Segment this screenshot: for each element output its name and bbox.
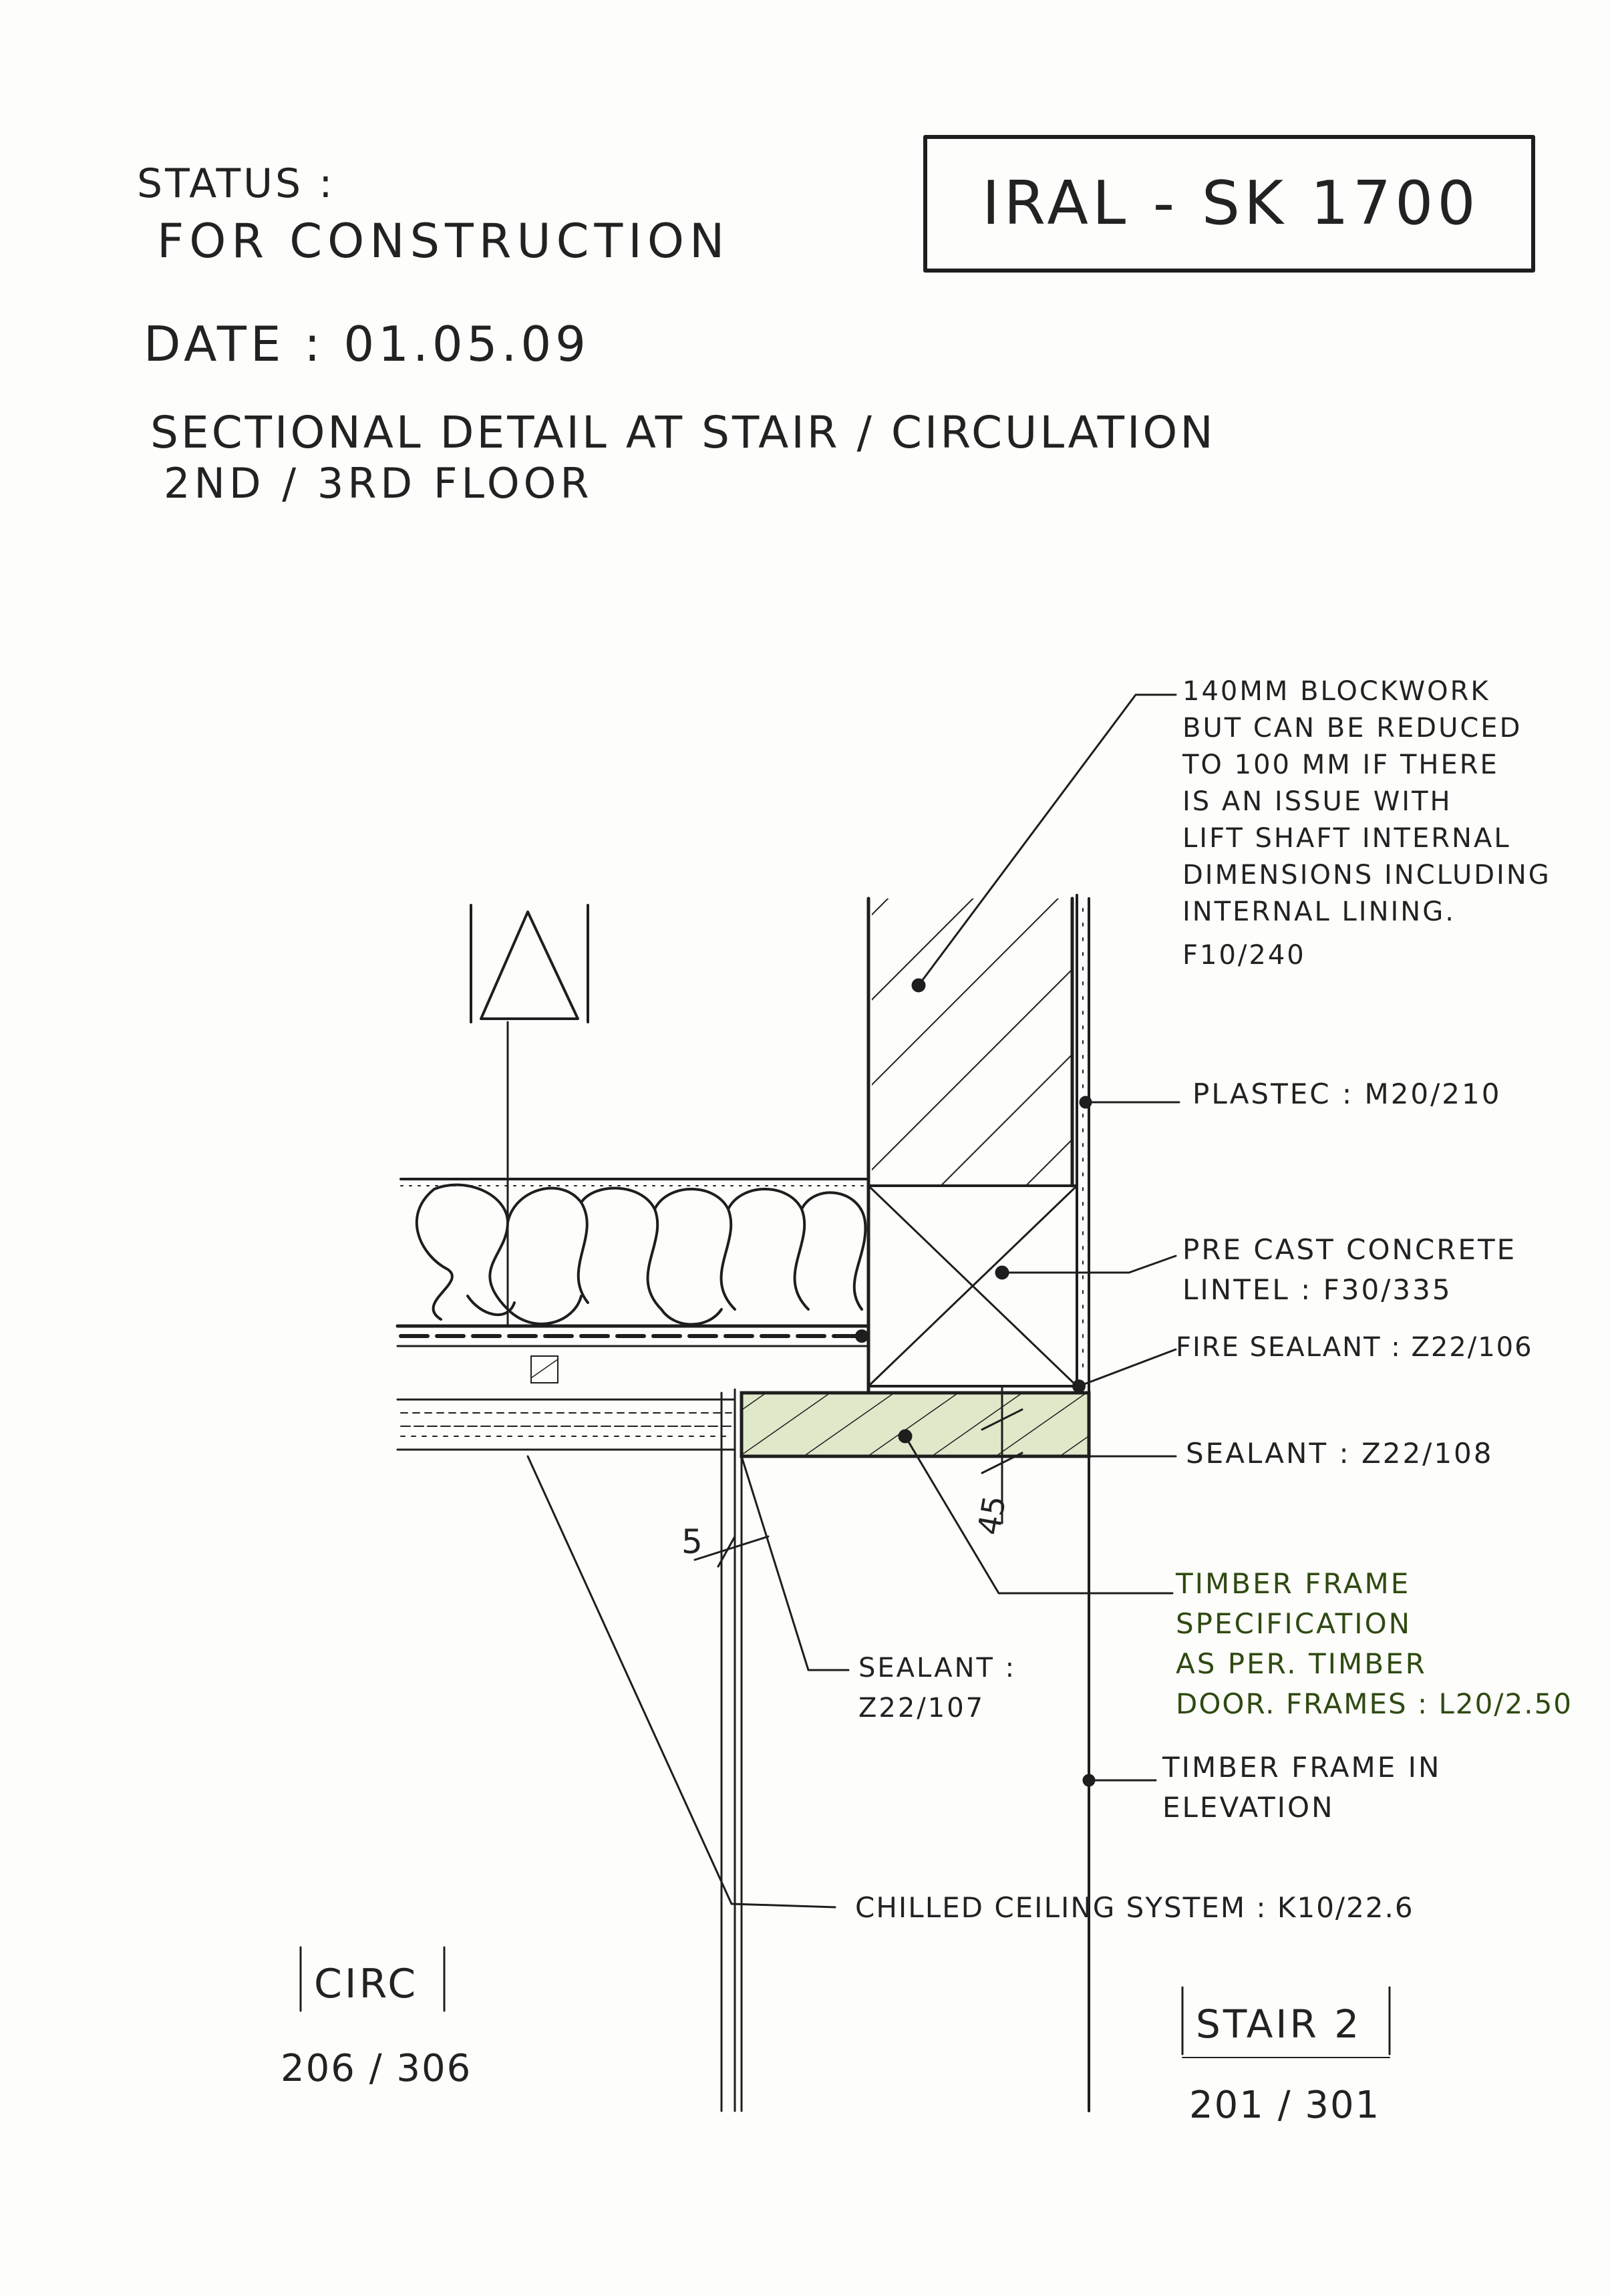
precast-lintel	[867, 1184, 1078, 1387]
dimension-gap: 5	[681, 1522, 703, 1561]
svg-text:ELEVATION: ELEVATION	[1162, 1791, 1335, 1824]
note-lintel: PRE CAST CONCRETE LINTEL : F30/335	[1182, 1233, 1516, 1306]
note-plastec: PLASTEC : M20/210	[1192, 1078, 1501, 1110]
svg-text:SEALANT :: SEALANT :	[858, 1653, 1016, 1683]
room-number-stair: 201 / 301	[1189, 2084, 1380, 2127]
svg-text:140MM BLOCKWORK: 140MM BLOCKWORK	[1182, 676, 1490, 707]
svg-text:LINTEL : F30/335: LINTEL : F30/335	[1182, 1273, 1452, 1306]
drawing-number-box	[923, 135, 1535, 273]
svg-text:SPECIFICATION: SPECIFICATION	[1176, 1607, 1412, 1640]
insulation-layer	[399, 1178, 870, 1326]
room-name-stair: STAIR 2	[1196, 2001, 1361, 2047]
dimension-marks	[693, 1385, 1023, 1568]
note-timber-spec: TIMBER FRAME SPECIFICATION AS PER. TIMBE…	[1175, 1567, 1573, 1720]
note-chilled-ceiling: CHILLED CEILING SYSTEM : K10/22.6	[855, 1891, 1414, 1924]
drawing-number: IRAL - SK 1700	[982, 168, 1480, 238]
svg-text:TIMBER FRAME: TIMBER FRAME	[1175, 1567, 1410, 1600]
room-name-circ: CIRC	[314, 1961, 418, 2007]
room-tag-stair: STAIR 2 201 / 301	[1181, 1986, 1391, 2127]
note-sealant-left: SEALANT : Z22/107	[858, 1653, 1016, 1724]
note-blockwork: 140MM BLOCKWORK BUT CAN BE REDUCED TO 10…	[1182, 676, 1551, 971]
light-fitting	[470, 904, 589, 1327]
svg-text:Z22/107: Z22/107	[858, 1693, 985, 1724]
note-sealant-right: SEALANT : Z22/108	[1186, 1437, 1493, 1470]
ceiling-layers	[395, 1324, 1086, 1451]
svg-text:BUT CAN BE REDUCED: BUT CAN BE REDUCED	[1182, 713, 1522, 744]
svg-text:PRE CAST CONCRETE: PRE CAST CONCRETE	[1182, 1233, 1516, 1266]
leader-lines	[526, 693, 1180, 1909]
drawing-title: SECTIONAL DETAIL AT STAIR / CIRCULATION	[150, 407, 1216, 458]
door-frame-lines	[720, 1388, 743, 2112]
svg-text:DOOR. FRAMES : L20/2.50: DOOR. FRAMES : L20/2.50	[1176, 1687, 1573, 1720]
svg-text:LIFT SHAFT INTERNAL: LIFT SHAFT INTERNAL	[1182, 823, 1511, 854]
svg-text:IS AN ISSUE WITH: IS AN ISSUE WITH	[1182, 786, 1452, 817]
status-label: STATUS :	[137, 160, 335, 207]
status-value: FOR CONSTRUCTION	[157, 214, 730, 269]
svg-text:F10/240: F10/240	[1182, 940, 1306, 971]
note-fire-sealant: FIRE SEALANT : Z22/106	[1176, 1332, 1533, 1363]
svg-text:INTERNAL LINING.: INTERNAL LINING.	[1182, 896, 1456, 927]
dimension-lintel-depth: 45	[971, 1493, 1013, 1538]
timber-frame-section	[740, 1391, 1091, 1458]
svg-text:DIMENSIONS INCLUDING: DIMENSIONS INCLUDING	[1182, 860, 1551, 890]
drawing-date: DATE : 01.05.09	[144, 316, 590, 372]
room-tag-circ: CIRC 206 / 306	[281, 1946, 472, 2090]
blockwork-wall	[866, 896, 1074, 1395]
room-number-circ: 206 / 306	[281, 2047, 472, 2090]
note-timber-elevation: TIMBER FRAME IN ELEVATION	[1162, 1751, 1441, 1824]
svg-text:TO 100 MM IF THERE: TO 100 MM IF THERE	[1182, 750, 1499, 780]
plaster-lining	[1076, 894, 1090, 2112]
svg-text:AS PER. TIMBER: AS PER. TIMBER	[1176, 1647, 1427, 1680]
svg-text:TIMBER FRAME IN: TIMBER FRAME IN	[1162, 1751, 1441, 1784]
drawing-subtitle: 2ND / 3RD FLOOR	[164, 459, 593, 508]
